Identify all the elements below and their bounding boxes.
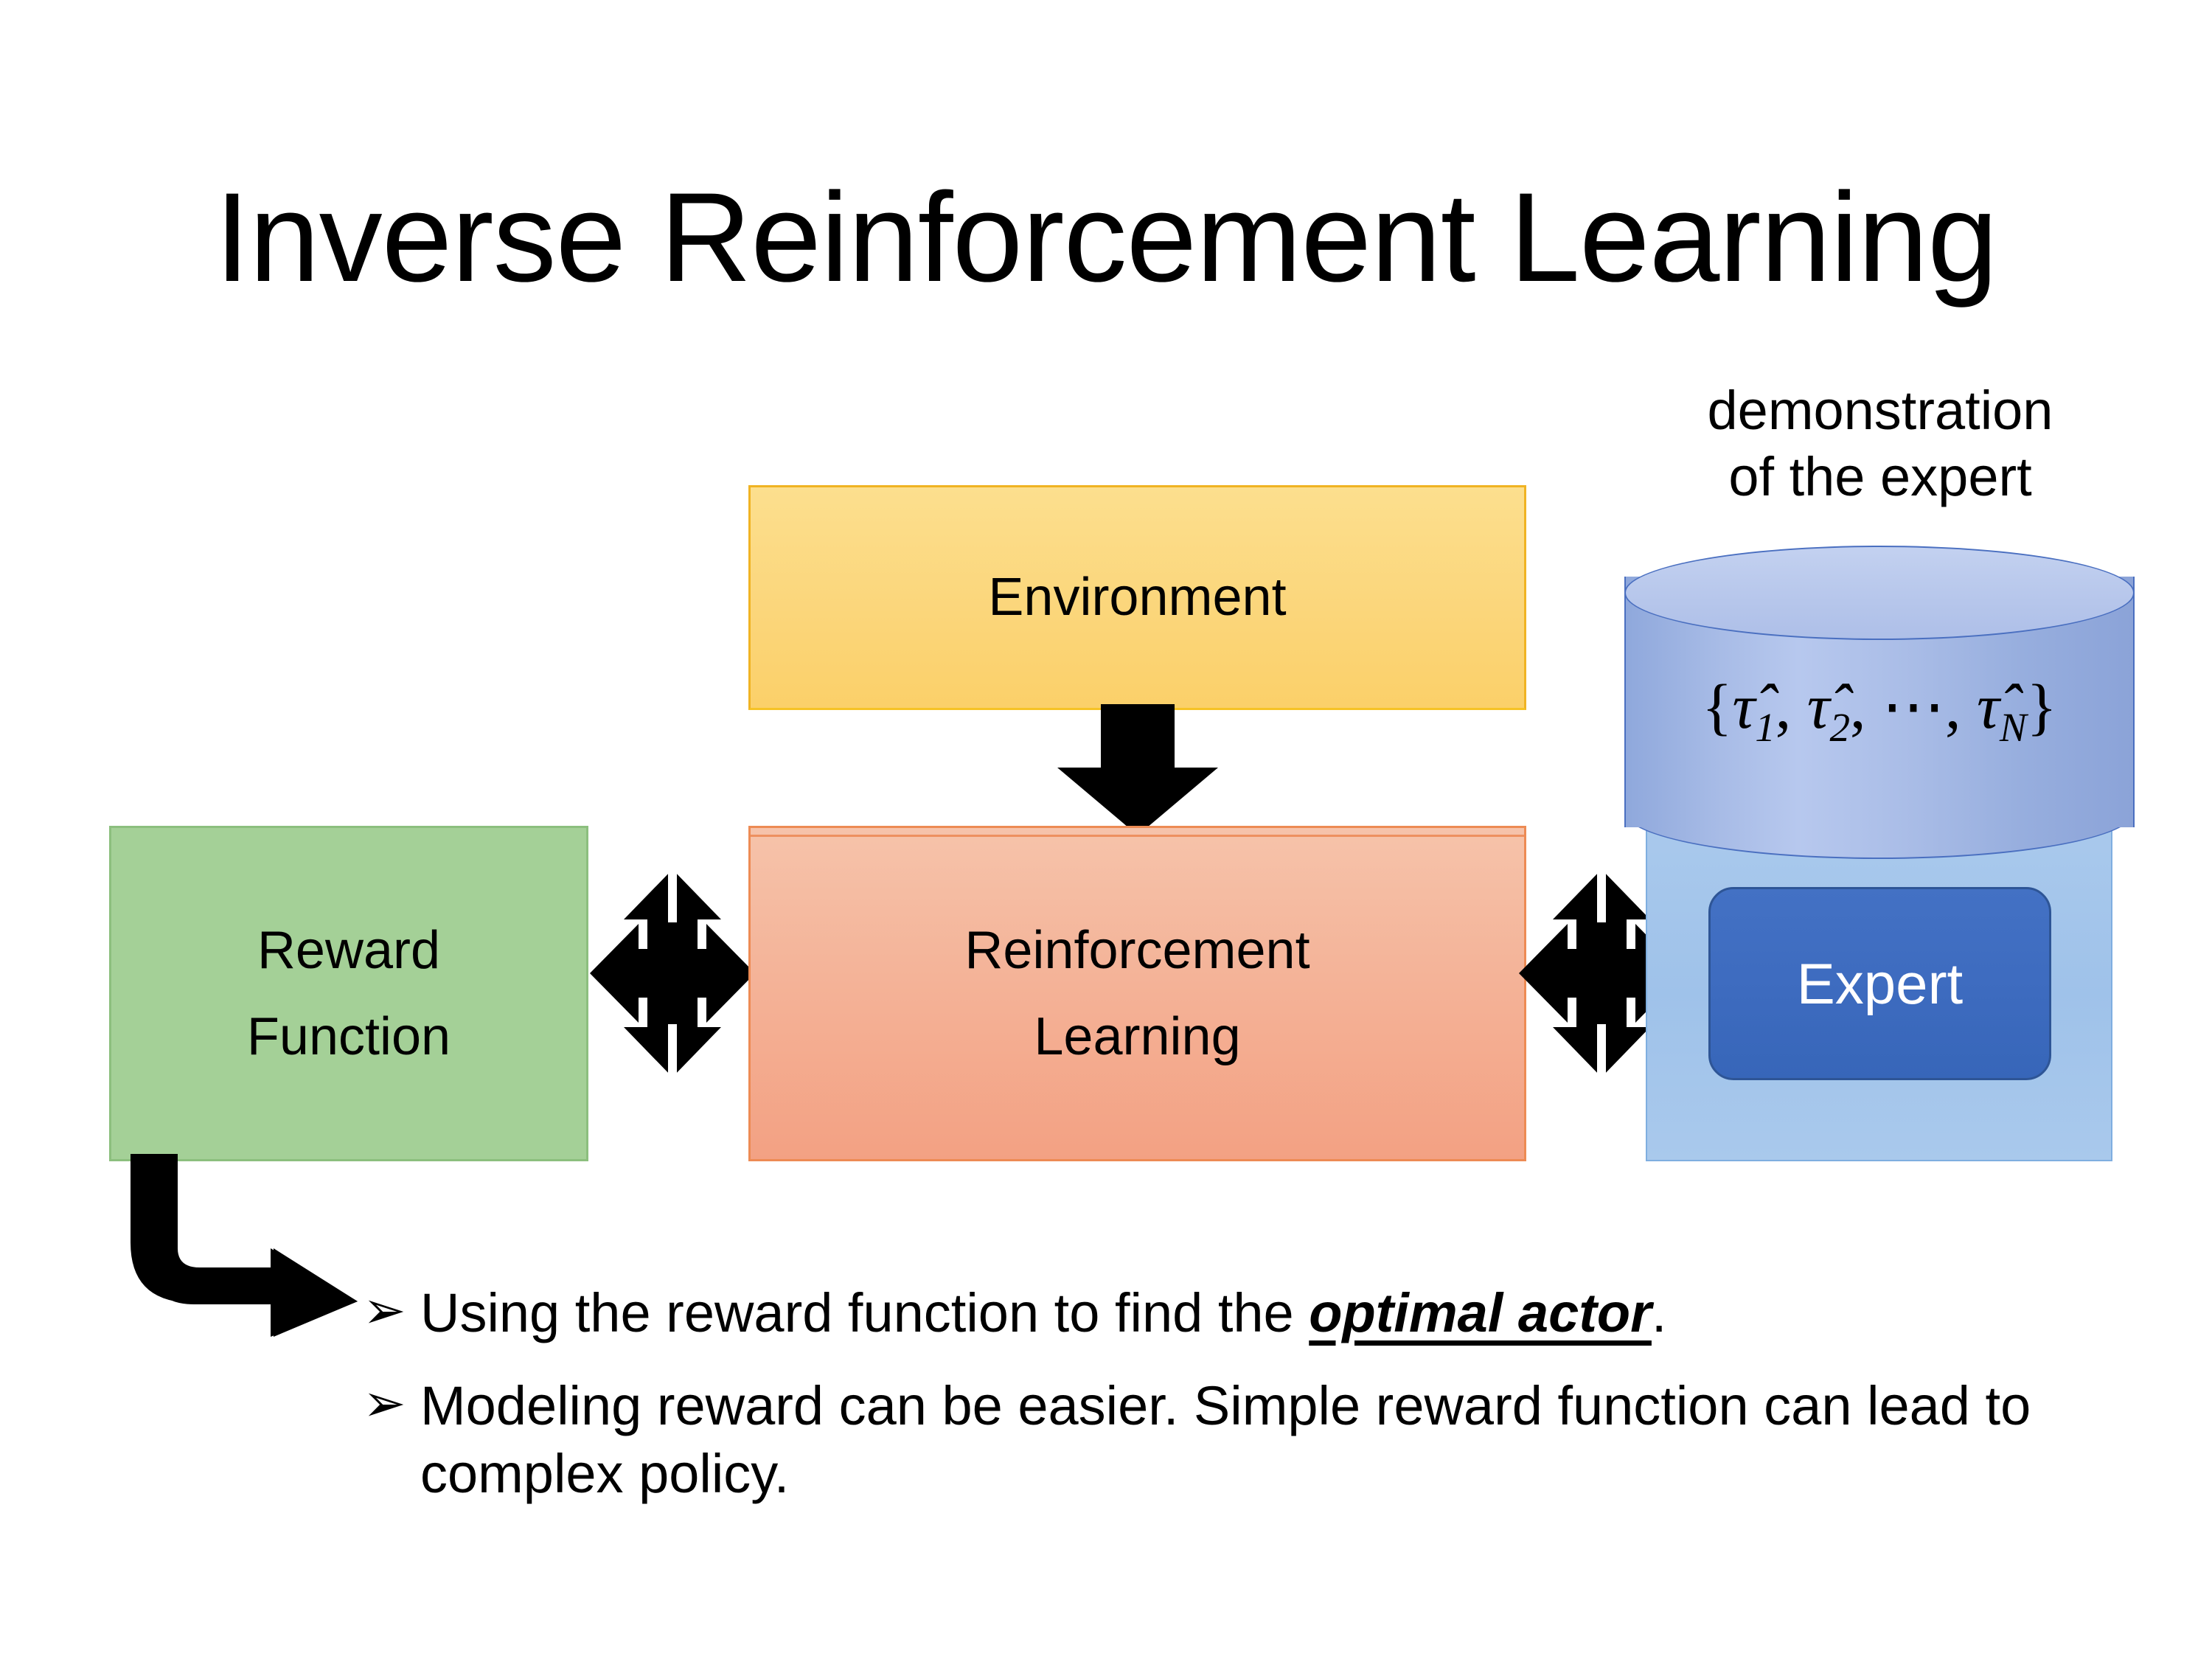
reward-function-label-line2: Function	[246, 1006, 451, 1066]
reward-function-label: Reward Function	[247, 908, 451, 1079]
bullet-text-1: Using the reward function to find the op…	[420, 1279, 2096, 1347]
reinforcement-learning-label-line2: Learning	[1034, 1006, 1241, 1066]
environment-to-rl-arrow	[1057, 704, 1218, 835]
demonstration-caption: demonstration of the expert	[1622, 378, 2138, 511]
formula-tau-2-subscript: 2	[1829, 705, 1851, 751]
page-title: Inverse Reinforcement Learning	[215, 167, 1998, 308]
demonstration-caption-line1: demonstration	[1707, 380, 2053, 441]
bullet-arrow-icon: ➢	[363, 1372, 406, 1433]
reward-function-label-line1: Reward	[257, 920, 441, 980]
expert-box: Expert	[1708, 887, 2051, 1080]
formula-tau-n-subscript: N	[1999, 705, 2027, 751]
bullet-1-suffix: .	[1651, 1282, 1667, 1343]
list-item: ➢ Modeling reward can be easier. Simple …	[363, 1372, 2096, 1508]
bullet-text-2: Modeling reward can be easier. Simple re…	[420, 1374, 2031, 1504]
formula-tau-1: τ̂	[1732, 671, 1756, 742]
reinforcement-learning-label-line1: Reinforcement	[964, 920, 1310, 980]
environment-label: Environment	[988, 567, 1287, 627]
bullet-list: ➢ Using the reward function to find the …	[363, 1279, 2096, 1532]
reward-to-bullets-elbow-arrow	[131, 1154, 358, 1337]
bullet-arrow-icon: ➢	[363, 1280, 406, 1340]
formula-separator-2: , ⋯,	[1850, 671, 1978, 742]
formula-tau-n: τ̂	[1977, 671, 2000, 742]
formula-open-brace: {	[1702, 671, 1733, 742]
formula-tau-1-subscript: 1	[1755, 705, 1775, 751]
reinforcement-learning-label: Reinforcement Learning	[964, 908, 1310, 1079]
cylinder-top-ellipse	[1624, 546, 2135, 640]
rl-to-expert-double-arrow	[1519, 869, 1684, 1077]
demonstration-caption-line2: of the expert	[1728, 446, 2032, 508]
reinforcement-learning-box: Reinforcement Learning	[748, 826, 1526, 1161]
demonstration-formula: {τ̂1, τ̂2, ⋯, τ̂N}	[1624, 669, 2135, 751]
bullet-1-prefix: Using the reward function to find the	[420, 1282, 1310, 1343]
formula-tau-2: τ̂	[1806, 671, 1830, 742]
formula-close-brace: }	[2026, 671, 2057, 742]
demonstration-cylinder: {τ̂1, τ̂2, ⋯, τ̂N}	[1624, 546, 2135, 859]
list-item: ➢ Using the reward function to find the …	[363, 1279, 2096, 1347]
expert-label: Expert	[1796, 951, 1964, 1016]
reward-to-rl-double-arrow	[590, 869, 755, 1077]
bullet-1-emphasis: optimal actor	[1309, 1282, 1652, 1343]
reward-function-box: Reward Function	[109, 826, 588, 1161]
formula-separator-1: ,	[1775, 671, 1807, 742]
environment-box: Environment	[748, 485, 1526, 710]
